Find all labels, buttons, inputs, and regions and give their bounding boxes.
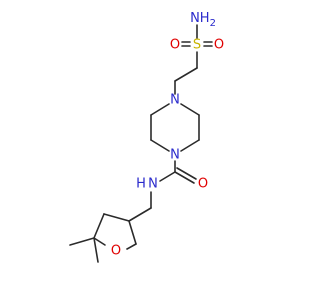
bond-methyl-2 xyxy=(93,237,99,263)
atom-nitrogen-amide: N xyxy=(148,177,158,192)
bond-thf-5 xyxy=(126,243,137,250)
bond-thf-1 xyxy=(128,220,137,245)
bond-ch2-ch2 xyxy=(174,67,198,82)
bond-thf-3 xyxy=(93,213,105,239)
bond-c-n-amide xyxy=(159,171,176,182)
bond-thf-4 xyxy=(93,237,106,246)
atom-oxygen-carbonyl: O xyxy=(198,177,208,192)
bond-ring-6 xyxy=(180,103,200,116)
atom-oxygen-ring: O xyxy=(111,244,121,259)
molecule-structure: NH2 S O O N N O H N O xyxy=(69,11,224,263)
atom-labels: NH2 S O O N N O H N O xyxy=(111,11,224,259)
bond-ring-3 xyxy=(150,139,170,152)
bond-ch2-ring xyxy=(128,207,152,222)
bond-ring-1 xyxy=(150,103,170,116)
atom-nitrogen-piperazine-bottom: N xyxy=(170,148,180,163)
bond-ring-4 xyxy=(180,139,200,152)
bond-thf-2 xyxy=(103,213,130,222)
bond-c-o-carbonyl-2 xyxy=(176,167,197,180)
bond-c-o-carbonyl xyxy=(174,171,195,184)
atom-hydrogen-amide: H xyxy=(136,177,146,192)
molecule-diagram: NH2 S O O N N O H N O xyxy=(69,11,224,263)
atom-nh2: NH2 xyxy=(190,11,216,30)
bonds xyxy=(69,24,213,263)
atom-sulfur: S xyxy=(193,38,201,53)
atom-oxygen-sulfonyl-right: O xyxy=(214,38,224,53)
atom-oxygen-sulfonyl-left: O xyxy=(170,38,180,53)
atom-nitrogen-piperazine-top: N xyxy=(170,93,180,108)
bond-methyl-1 xyxy=(69,237,95,246)
